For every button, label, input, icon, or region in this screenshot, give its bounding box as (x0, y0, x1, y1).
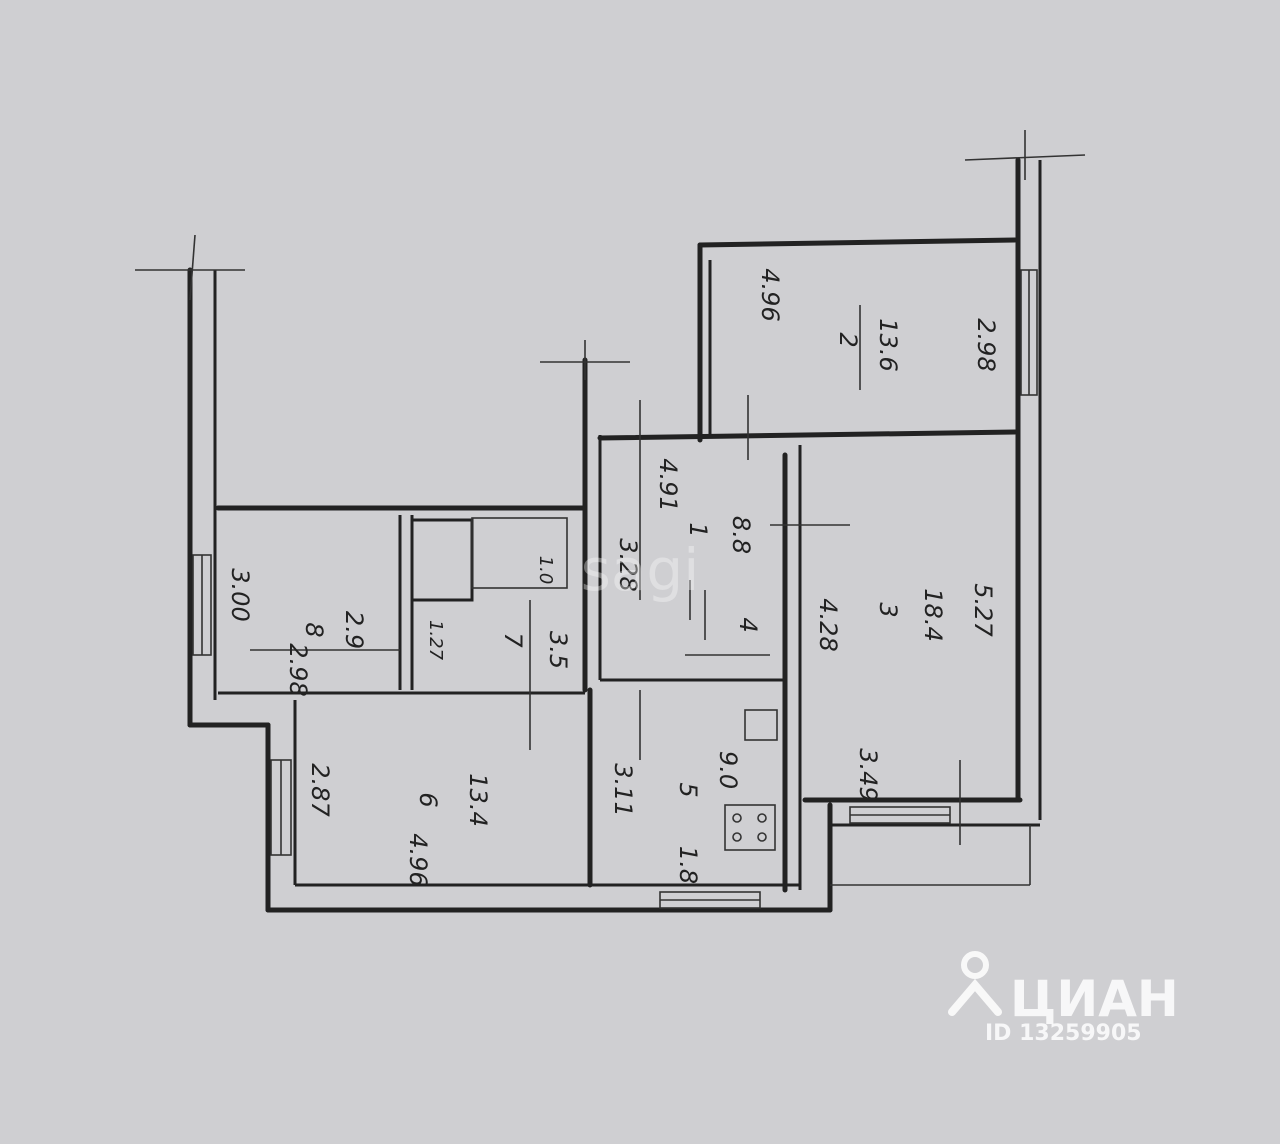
room-number: 4 (734, 617, 762, 632)
room-label-bathroom: 1.27 7 3.5 (425, 620, 572, 669)
room-number: 3 (874, 602, 902, 617)
room-number: 2 (834, 332, 862, 347)
dim-label: 4.96 (404, 833, 432, 886)
room-label-3: 4.28 3 18.4 5.27 (814, 583, 997, 651)
dim-label: 1.27 (425, 620, 446, 661)
room-label-2: 4.96 2 13.6 2.98 (756, 268, 1000, 371)
room-label-hall: 3.28 1 8.8 4.91 (614, 458, 755, 591)
windows (192, 269, 1038, 909)
dim-label: 2.98 (284, 643, 312, 696)
dim-label: 3.00 (226, 568, 254, 621)
dim-label: 2.98 (972, 318, 1000, 371)
room-area: 3.5 (544, 631, 572, 669)
room-number: 8 (300, 622, 328, 637)
pin-icon (948, 951, 1002, 1016)
dimension-lines (250, 305, 961, 845)
dim-label: 4.28 (814, 598, 842, 651)
walls (187, 157, 1042, 913)
room-number: 7 (499, 632, 527, 648)
dim-label: 3.11 (609, 763, 637, 816)
room-area: 9.0 (714, 751, 742, 789)
room-label-balcony-left: 3.00 8 2.9 2.98 (226, 568, 368, 696)
room-label-6: 2.87 6 13.4 4.96 (306, 763, 492, 886)
dim-label: 3.49 (854, 748, 882, 801)
room-label-kitchen: 3.11 5 9.0 1.8 (609, 751, 742, 884)
dim-label: 4.91 (654, 458, 682, 511)
room-area: 13.6 (874, 318, 902, 371)
room-area: 13.4 (464, 773, 492, 826)
dim-label: 2.87 (306, 763, 334, 817)
room-number: 1 (684, 522, 712, 537)
room-number: 5 (674, 782, 702, 797)
dim-label: 1.8 (674, 846, 702, 884)
room-label-toilet: 1.0 (535, 556, 556, 585)
room-number: 6 (414, 792, 442, 807)
room-area: 1.0 (535, 556, 556, 585)
dim-label: 3.28 (614, 538, 642, 591)
cian-logo: ЦИАН ID 13259905 (948, 951, 1179, 1046)
watermark-text: sagi (581, 536, 700, 604)
brand-name: ЦИАН (1010, 970, 1179, 1028)
dim-label: 4.96 (756, 268, 784, 321)
room-area: 2.9 (340, 611, 368, 649)
kitchen-fixtures (724, 709, 778, 851)
room-area: 8.8 (727, 516, 755, 554)
listing-id: ID 13259905 (985, 1021, 1142, 1046)
room-label-corridor: 4 (734, 617, 762, 632)
room-area: 18.4 (919, 588, 947, 641)
section-markers (135, 130, 1086, 380)
label-bottom-right: 3.49 (854, 748, 882, 801)
dim-label: 5.27 (969, 583, 997, 637)
